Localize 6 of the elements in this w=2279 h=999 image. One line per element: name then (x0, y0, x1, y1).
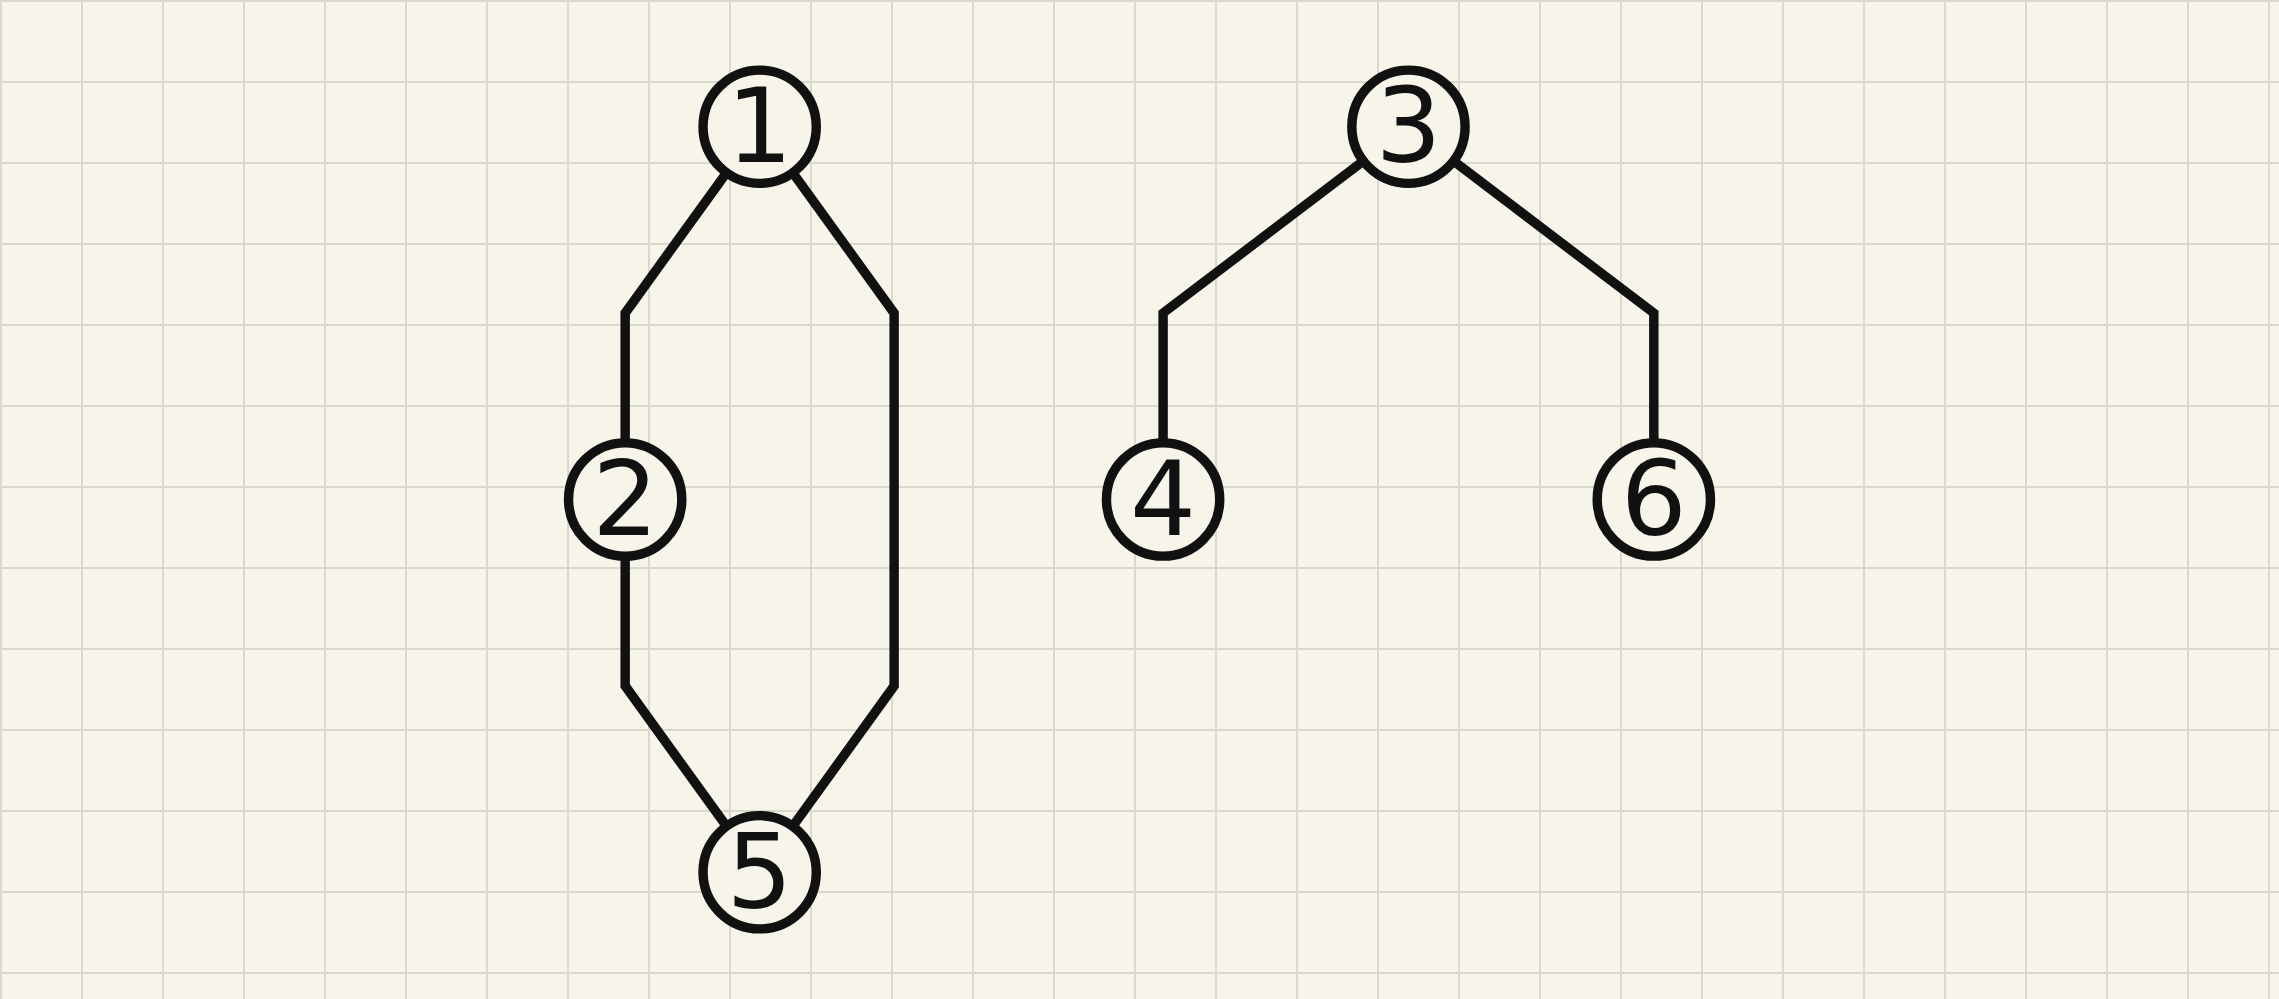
node-circle: 6 (1592, 438, 1716, 561)
node-circle: 4 (1101, 438, 1225, 561)
node-circle: 1 (698, 65, 821, 189)
node-circle: 3 (1347, 65, 1470, 189)
node-circle: 5 (698, 810, 821, 934)
node-circle: 2 (563, 438, 687, 561)
